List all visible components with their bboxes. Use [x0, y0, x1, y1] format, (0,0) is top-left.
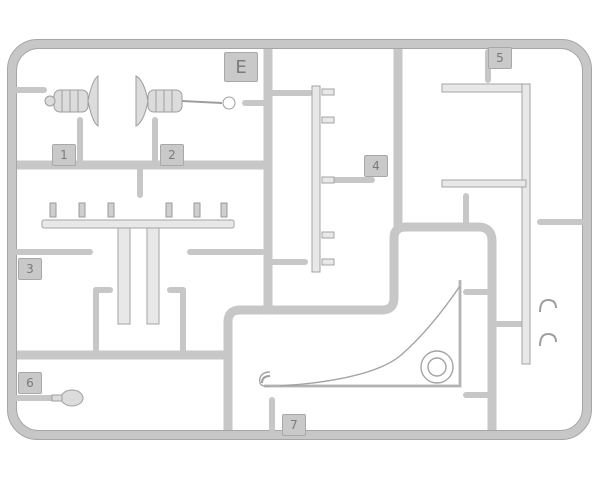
part-number-7: 7 [290, 418, 298, 432]
part-number-tag-3: 3 [18, 258, 42, 280]
pegs [49, 202, 228, 218]
part-lamp-right [135, 75, 236, 127]
part-ornament-bracket [259, 280, 462, 388]
part-number-2: 2 [168, 148, 176, 162]
sprue-letter-tag: E [224, 52, 258, 82]
part-number-1: 1 [60, 148, 68, 162]
part-number-6: 6 [26, 376, 34, 390]
part-frame-large [441, 83, 531, 365]
sprue-letter: E [235, 56, 247, 78]
part-number-tag-7: 7 [282, 414, 306, 436]
part-bracket-pegs [41, 219, 235, 325]
part-lamp-left [44, 75, 99, 127]
part-number-tag-4: 4 [364, 155, 388, 177]
part-number-5: 5 [496, 51, 504, 65]
part-number-tag-5: 5 [488, 47, 512, 69]
part-number-tag-6: 6 [18, 372, 42, 394]
part-number-tag-2: 2 [160, 144, 184, 166]
part-pole [311, 85, 335, 273]
part-number-tag-1: 1 [52, 144, 76, 166]
hooks [261, 298, 557, 384]
part-number-3: 3 [26, 262, 34, 276]
part-knob [51, 389, 84, 407]
gates [13, 49, 585, 435]
part-number-4: 4 [372, 159, 380, 173]
